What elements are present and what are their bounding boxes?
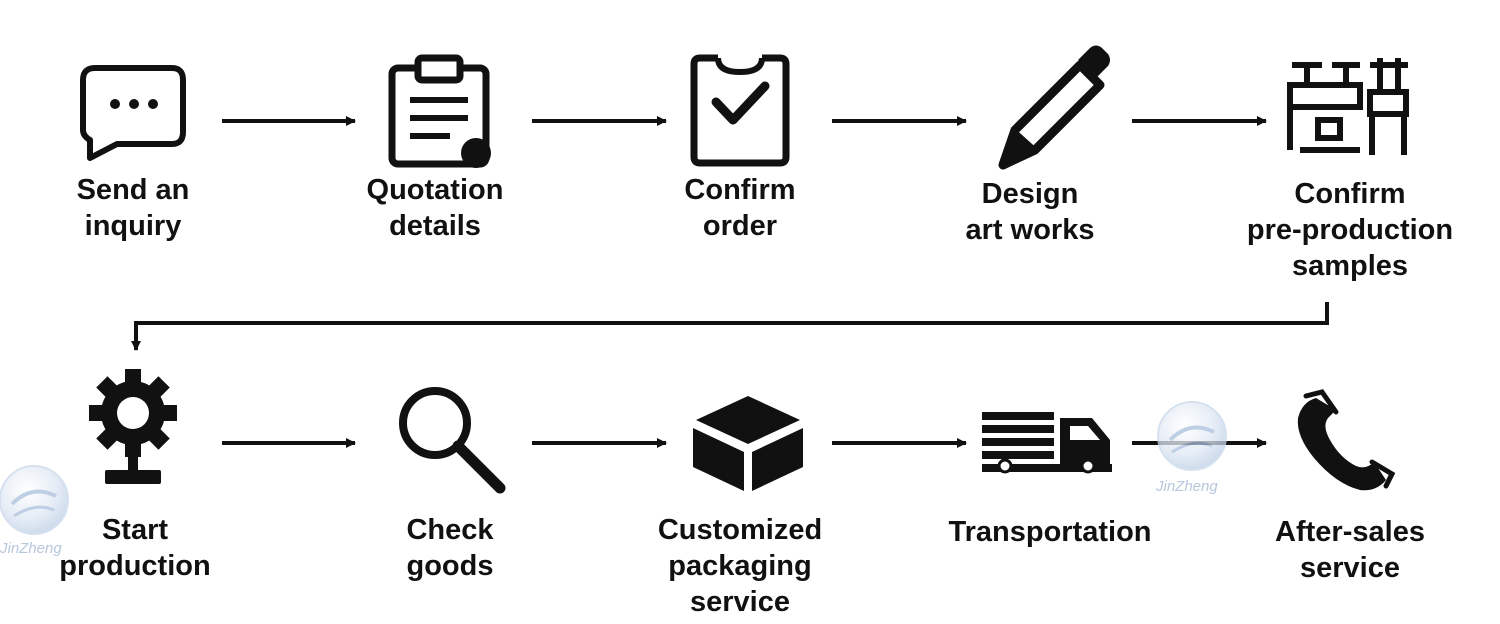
gear-icon bbox=[89, 369, 177, 484]
connector-arrow bbox=[131, 302, 1329, 351]
watermark-logo bbox=[1157, 401, 1227, 471]
pencil-icon bbox=[998, 45, 1110, 170]
watermark-text: JinZheng bbox=[1156, 478, 1218, 495]
watermark-text: JinZheng bbox=[0, 540, 62, 557]
clipboard-document-icon bbox=[388, 54, 491, 168]
chat-bubble-icon bbox=[80, 65, 186, 161]
step-label-transportation: Transportation bbox=[948, 516, 1152, 548]
watermark-logo bbox=[0, 465, 69, 535]
box-icon bbox=[693, 396, 803, 491]
magnifier-icon bbox=[399, 387, 506, 494]
sample-machines-icon bbox=[1287, 58, 1409, 155]
truck-icon bbox=[982, 412, 1112, 474]
phone-icon bbox=[1297, 389, 1396, 491]
clipboard-check-icon bbox=[690, 54, 790, 167]
